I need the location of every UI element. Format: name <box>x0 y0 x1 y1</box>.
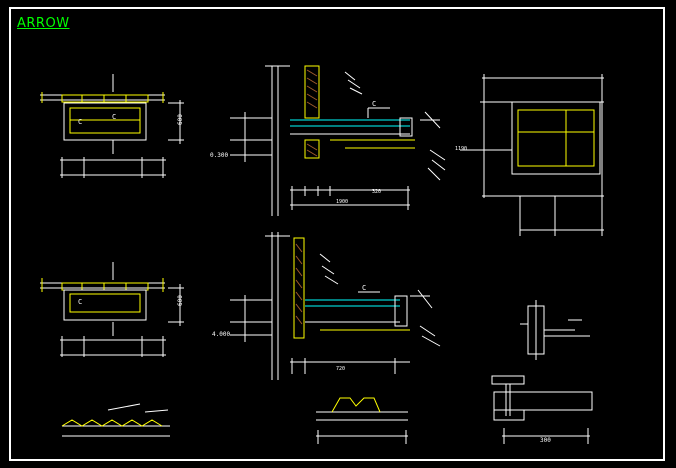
bottom-right-dim-label: 300 <box>540 437 551 444</box>
right-dim-label: 1190 <box>455 146 467 152</box>
panel-joint-detail-center <box>316 397 408 444</box>
plan-top-dim-label: 600 <box>177 114 184 125</box>
drawing-frame <box>9 7 665 461</box>
section-detail-bottom: 4.000 720 C <box>212 232 441 380</box>
svg-text:C: C <box>78 118 82 126</box>
section-bottom-elev-label: 4.000 <box>212 331 230 338</box>
plan-detail-top: C C 600 <box>40 74 184 178</box>
panel-joint-detail-left <box>61 403 170 437</box>
section-top-elev-label: 0.300 <box>210 152 228 159</box>
plan-detail-right: 1190 <box>455 74 604 236</box>
svg-text:C: C <box>112 113 116 121</box>
svg-text:C: C <box>78 298 82 306</box>
svg-text:C: C <box>362 284 366 292</box>
section-top-total-label: 1900 <box>336 199 348 205</box>
section-detail-top: 0.300 1900 320 C <box>210 65 446 216</box>
bracket-detail <box>520 300 590 360</box>
drawing-title: ARROW <box>17 16 70 31</box>
section-bottom-dim-label: 720 <box>336 366 345 372</box>
svg-text:320: 320 <box>372 189 381 195</box>
section-top-c-label: C <box>372 100 376 108</box>
plan-detail-bottom: C 600 <box>40 262 184 357</box>
plan-bottom-dim-label: 600 <box>177 295 184 306</box>
support-detail: 300 <box>491 375 593 444</box>
